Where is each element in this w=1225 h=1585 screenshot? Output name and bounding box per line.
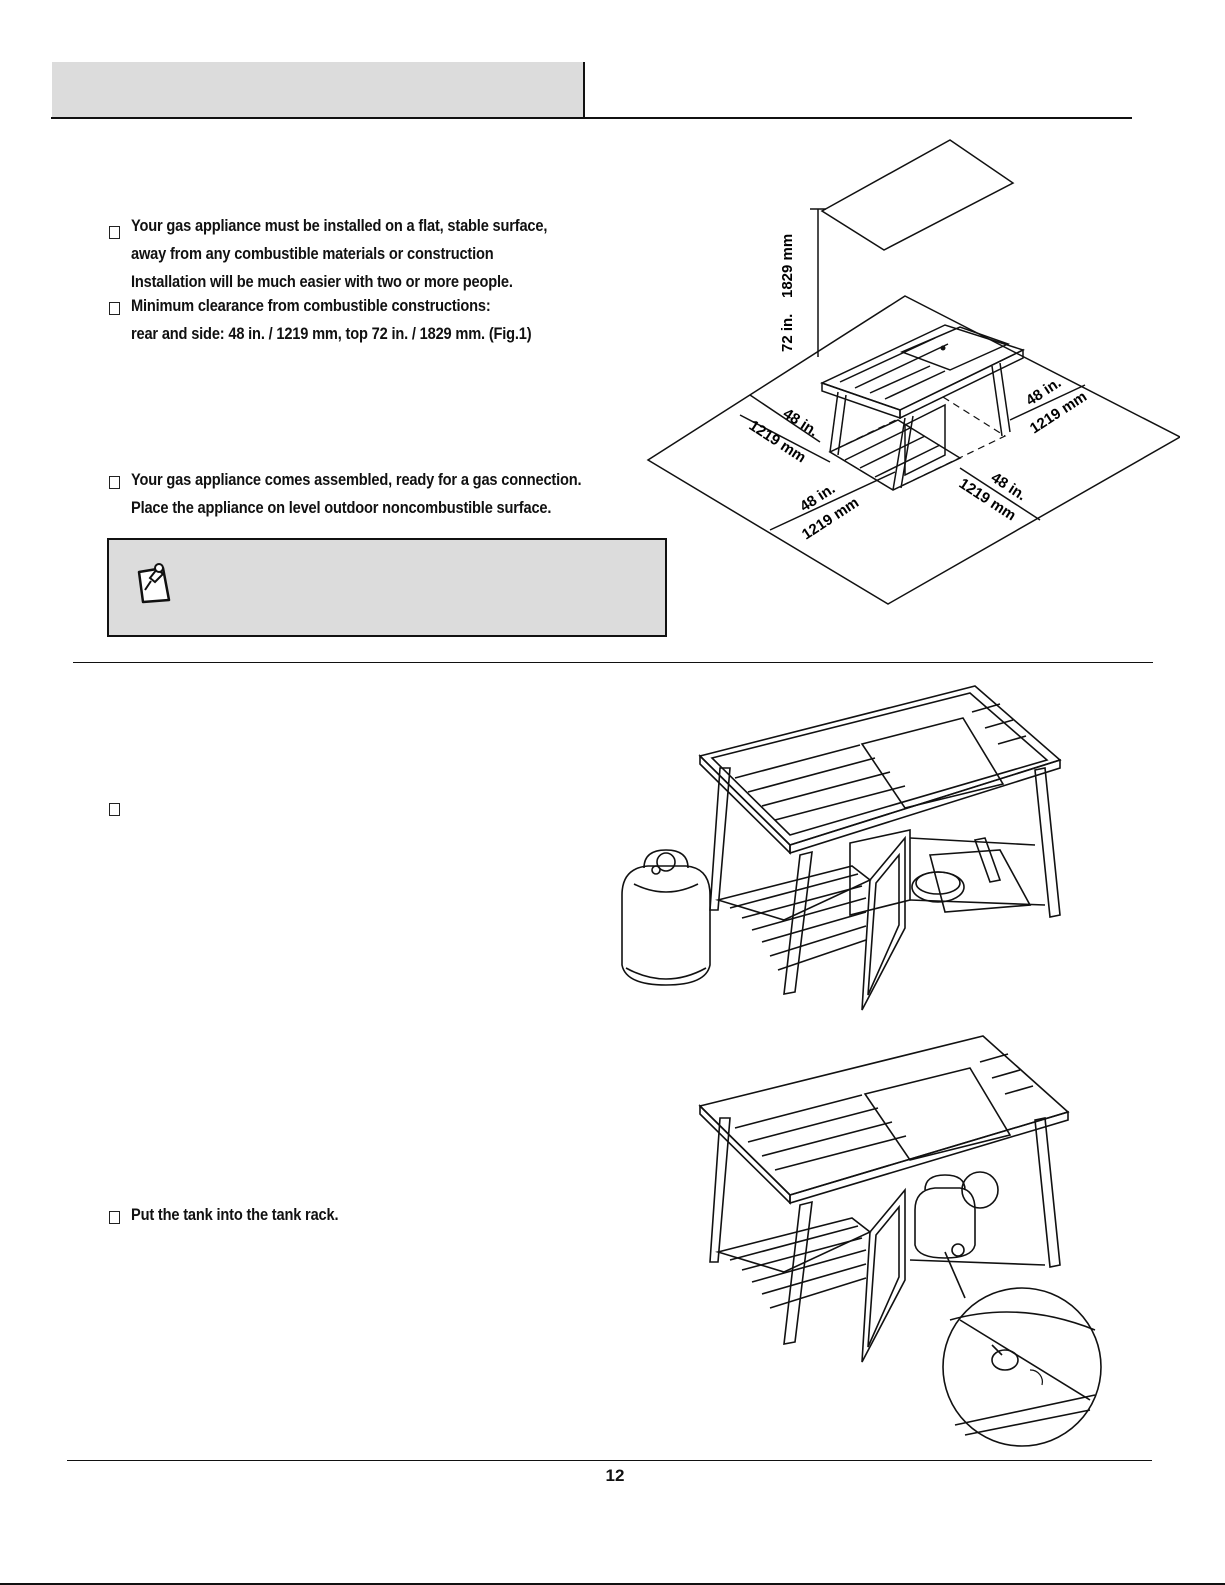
checkbox-bullet-icon: [109, 476, 120, 489]
bullet-line: Your gas appliance must be installed on …: [131, 216, 548, 235]
clearance-diagram: 72 in. 1829 mm 48 in. 1219 mm 48 in. 121…: [646, 139, 1180, 605]
top-clearance-metric: 1829 mm: [779, 234, 796, 298]
note-pin-icon: [137, 563, 171, 604]
footer-rule: [67, 1460, 1152, 1461]
bullet-line: Minimum clearance from combustible const…: [131, 296, 491, 315]
header-divider: [583, 62, 585, 119]
note-box: [107, 538, 667, 637]
checkbox-bullet-icon: [109, 1211, 120, 1224]
bullet-line: Place the appliance on level outdoor non…: [131, 498, 552, 517]
tank-in-rack-illustration: [698, 1035, 1102, 1447]
bullet-line: rear and side: 48 in. / 1219 mm, top 72 …: [131, 324, 532, 343]
left-clearance-imperial: 48 in.: [780, 405, 821, 440]
bullet-text-assembled: Your gas appliance comes assembled, read…: [131, 466, 582, 522]
checkbox-bullet-icon: [109, 302, 120, 315]
bullet-line: away from any combustible materials or c…: [131, 244, 494, 263]
table-with-tank-illustration: [621, 685, 1062, 1011]
page-number: 12: [605, 1466, 625, 1485]
bullet-text-surface: Your gas appliance must be installed on …: [131, 212, 547, 296]
bullet-line: Your gas appliance comes assembled, read…: [131, 470, 582, 489]
section-rule: [73, 662, 1153, 663]
checkbox-bullet-icon: [109, 803, 120, 816]
header-title-bar: [52, 62, 584, 118]
checkbox-bullet-icon: [109, 226, 120, 239]
bottom-rule: [0, 1583, 1225, 1585]
top-clearance-imperial: 72 in.: [779, 314, 796, 352]
bullet-text-tank-rack: Put the tank into the tank rack.: [131, 1205, 339, 1224]
bullet-line: Installation will be much easier with tw…: [131, 272, 513, 291]
bullet-text-clearance: Minimum clearance from combustible const…: [131, 292, 532, 348]
header-rule: [51, 117, 1132, 119]
